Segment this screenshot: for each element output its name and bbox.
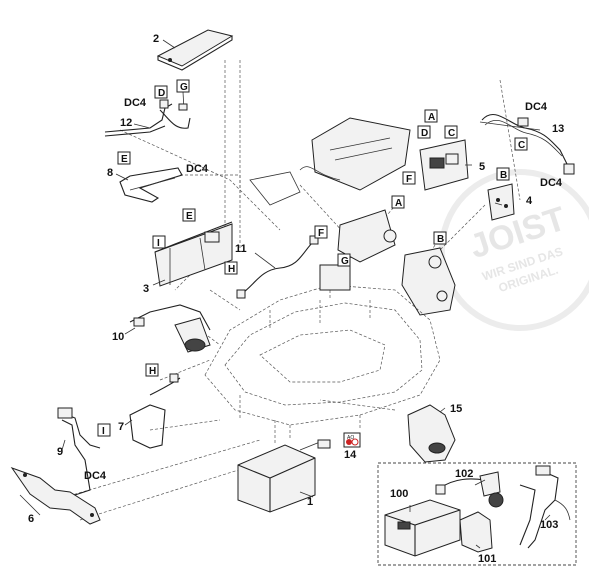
part-number-2: 2 (153, 33, 159, 45)
svg-text:G: G (341, 256, 349, 267)
connector-label-e-2: E (182, 208, 196, 222)
connector-label-h-2: H (145, 363, 159, 377)
part-8-u-bracket (119, 167, 183, 203)
svg-text:B: B (500, 170, 507, 181)
svg-text:F: F (406, 174, 412, 185)
part-10-drive-motor (129, 304, 211, 353)
svg-text:D: D (158, 88, 165, 99)
svg-text:B: B (437, 234, 444, 245)
svg-text:C: C (448, 128, 455, 139)
connector-label-e-1: E (117, 151, 131, 165)
cable-code-dc4-1: DC4 (124, 97, 147, 109)
part-number-15: 15 (450, 403, 462, 415)
connector-label-f-2: F (314, 225, 328, 239)
connector-label-a-1: A (424, 109, 438, 123)
part-number-7: 7 (118, 421, 124, 433)
part-number-14: 14 (344, 449, 357, 461)
part-101-bracket (459, 511, 493, 553)
svg-text:E: E (121, 154, 128, 165)
part-103-cable (519, 465, 571, 549)
cable-code-dc4-4: DC4 (540, 177, 563, 189)
part-number-4: 4 (526, 195, 533, 207)
cable-code-labels: DC4 DC4 DC4 DC4 DC4 (84, 97, 563, 482)
part-number-9: 9 (57, 446, 63, 458)
part-2-cover-plate (156, 29, 234, 71)
part-number-labels: 1 2 3 4 5 6 7 8 9 10 11 12 13 14 15 100 … (28, 33, 564, 565)
svg-text:AO: AO (347, 435, 354, 441)
part-14-warning-label-icon: AO (343, 432, 361, 448)
part-1-battery-compartment (237, 439, 331, 513)
svg-text:A: A (428, 112, 435, 123)
connector-label-b-2: B (433, 231, 447, 245)
connector-letter-labels: A A B B C C D D (97, 79, 528, 437)
connector-label-d-1: D (154, 85, 168, 99)
svg-text:I: I (157, 238, 160, 249)
part-100-battery (384, 499, 461, 557)
connector-label-i-2: I (97, 423, 111, 437)
part-12-cable-bracket (104, 91, 191, 137)
part-3-panel-housing (154, 221, 233, 287)
part-102-cable-connector (435, 471, 504, 508)
connector-label-a-2: A (391, 195, 405, 209)
connector-label-c-2: C (514, 137, 528, 151)
svg-text:G: G (180, 82, 188, 93)
part-9-cable (57, 407, 101, 496)
part-number-11: 11 (235, 243, 247, 255)
part-display-housing (249, 117, 411, 206)
connector-label-f-1: F (402, 171, 416, 185)
svg-text:E: E (186, 211, 193, 222)
svg-text:H: H (149, 366, 156, 377)
connector-label-b-1: B (496, 167, 510, 181)
part-number-102: 102 (455, 468, 473, 480)
connector-label-i-1: I (152, 235, 166, 249)
connector-label-h-1: H (224, 261, 238, 275)
part-number-100: 100 (390, 488, 408, 500)
svg-text:H: H (228, 264, 235, 275)
svg-text:C: C (518, 140, 525, 151)
part-4-small-board (487, 183, 515, 221)
part-7-bracket (129, 373, 181, 449)
part-number-6: 6 (28, 513, 34, 525)
part-number-3: 3 (143, 283, 149, 295)
part-number-5: 5 (479, 161, 485, 173)
part-number-103: 103 (540, 519, 558, 531)
connector-label-d-2: D (417, 125, 431, 139)
svg-text:F: F (318, 228, 324, 239)
assembly-guides (54, 60, 521, 521)
connector-label-c-1: C (444, 125, 458, 139)
chassis-main-body (204, 264, 441, 440)
connector-label-g-1: G (176, 79, 190, 93)
svg-text:A: A (395, 198, 402, 209)
part-15-bracket (407, 404, 456, 463)
cable-code-dc4-3: DC4 (525, 101, 548, 113)
cable-code-dc4-2: DC4 (186, 163, 209, 175)
part-11-cable (236, 235, 319, 299)
part-number-1: 1 (307, 496, 313, 508)
part-number-13: 13 (552, 123, 564, 135)
part-motor-assembly (337, 209, 456, 316)
part-6-skid-plate (10, 467, 101, 525)
part-5-circuit-board (419, 139, 469, 191)
inset-box-accessories (377, 462, 577, 566)
svg-text:D: D (421, 128, 428, 139)
cable-code-dc4-5: DC4 (84, 470, 107, 482)
part-number-12: 12 (120, 117, 132, 129)
callout-leaders (19, 39, 551, 549)
connector-label-g-2: G (337, 253, 351, 267)
part-number-10: 10 (112, 331, 124, 343)
part-number-8: 8 (107, 167, 113, 179)
part-number-101: 101 (478, 553, 496, 565)
svg-text:I: I (102, 426, 105, 437)
